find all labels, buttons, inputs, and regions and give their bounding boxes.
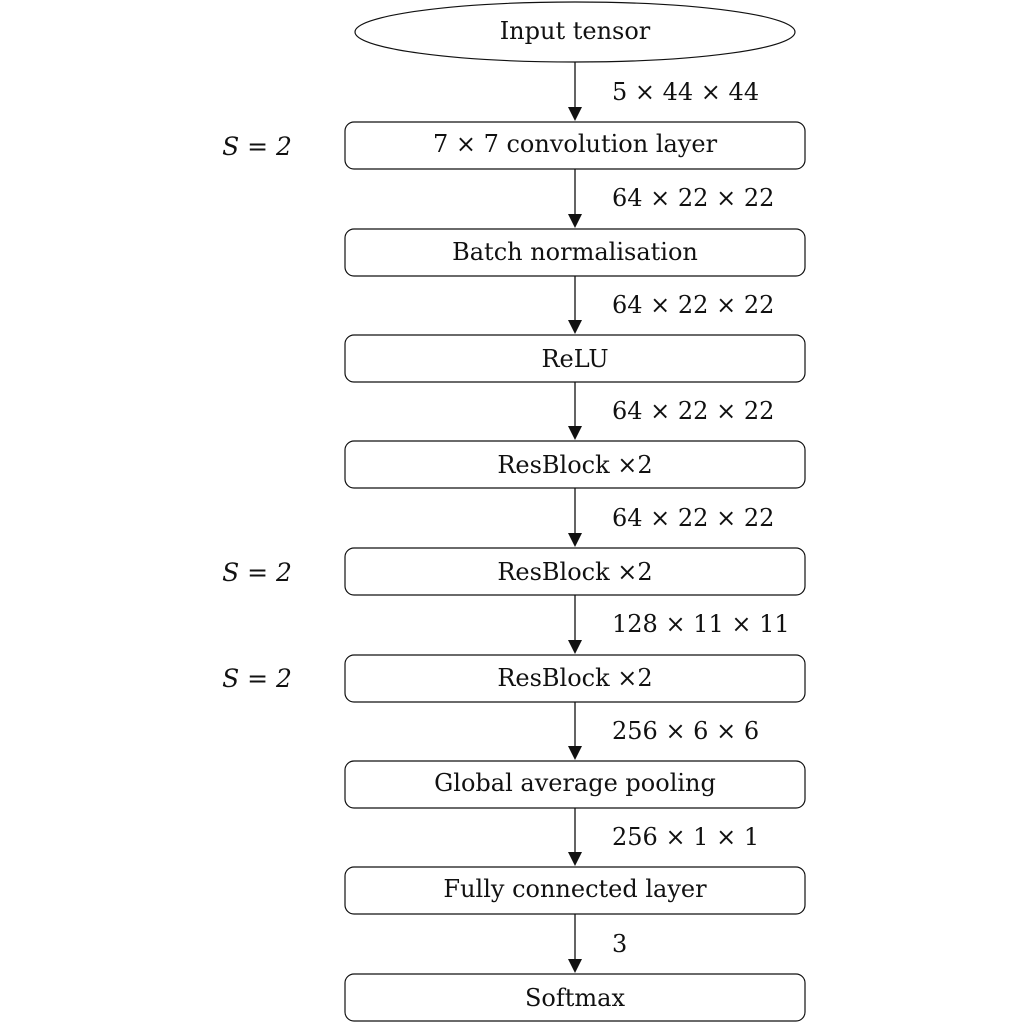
layer-node-5: ResBlock ×2 S = 2 — [222, 654, 806, 703]
layer-node-label: 7 × 7 convolution layer — [433, 130, 718, 158]
layer-node-0: 7 × 7 convolution layer S = 2 — [222, 121, 806, 170]
input-node-label: Input tensor — [500, 17, 651, 45]
tensor-shape-label: 128 × 11 × 11 — [612, 610, 790, 638]
tensor-shape-label: 3 — [612, 930, 627, 958]
tensor-shape-label: 64 × 22 × 22 — [612, 291, 774, 319]
layer-node-label: Softmax — [525, 984, 625, 1012]
layer-node-label: ReLU — [541, 345, 608, 373]
stride-label: S = 2 — [222, 132, 292, 161]
arrow-head-icon — [568, 640, 582, 654]
arrow-head-icon — [568, 959, 582, 973]
layer-node-label: Fully connected layer — [443, 875, 707, 903]
arrow-head-icon — [568, 533, 582, 547]
layer-node-4: ResBlock ×2 S = 2 — [222, 547, 806, 596]
stride-label: S = 2 — [222, 664, 292, 693]
tensor-shape-label: 64 × 22 × 22 — [612, 504, 774, 532]
layer-node-label: ResBlock ×2 — [497, 664, 652, 692]
layer-node-3: ResBlock ×2 — [344, 440, 806, 489]
tensor-shape-label: 256 × 6 × 6 — [612, 717, 759, 745]
arrow-head-icon — [568, 107, 582, 121]
arrow-head-icon — [568, 426, 582, 440]
edge-1: 64 × 22 × 22 — [568, 169, 774, 228]
edge-6: 256 × 6 × 6 — [568, 702, 759, 760]
stride-label: S = 2 — [222, 558, 292, 587]
arrow-head-icon — [568, 746, 582, 760]
layer-node-shape — [344, 973, 806, 1022]
layer-node-6: Global average pooling — [344, 760, 806, 809]
input-node: Input tensor — [354, 1, 796, 63]
edge-8: 3 — [568, 914, 627, 973]
arrow-head-icon — [568, 852, 582, 866]
edge-0: 5 × 44 × 44 — [568, 62, 759, 121]
layer-node-label: ResBlock ×2 — [497, 451, 652, 479]
edge-2: 64 × 22 × 22 — [568, 276, 774, 334]
layer-node-label: ResBlock ×2 — [497, 558, 652, 586]
layer-node-7: Fully connected layer — [344, 866, 806, 915]
layer-node-label: Global average pooling — [434, 769, 716, 797]
edge-5: 128 × 11 × 11 — [568, 595, 790, 654]
layer-node-2: ReLU — [344, 334, 806, 383]
tensor-shape-label: 64 × 22 × 22 — [612, 397, 774, 425]
tensor-shape-label: 5 × 44 × 44 — [612, 78, 759, 106]
edge-4: 64 × 22 × 22 — [568, 488, 774, 547]
layer-node-label: Batch normalisation — [452, 238, 698, 266]
arrow-head-icon — [568, 320, 582, 334]
tensor-shape-label: 256 × 1 × 1 — [612, 823, 759, 851]
layer-node-1: Batch normalisation — [344, 228, 806, 277]
tensor-shape-label: 64 × 22 × 22 — [612, 184, 774, 212]
edge-3: 64 × 22 × 22 — [568, 382, 774, 440]
layer-node-8: Softmax — [344, 973, 806, 1022]
arrow-head-icon — [568, 214, 582, 228]
edge-7: 256 × 1 × 1 — [568, 808, 759, 866]
